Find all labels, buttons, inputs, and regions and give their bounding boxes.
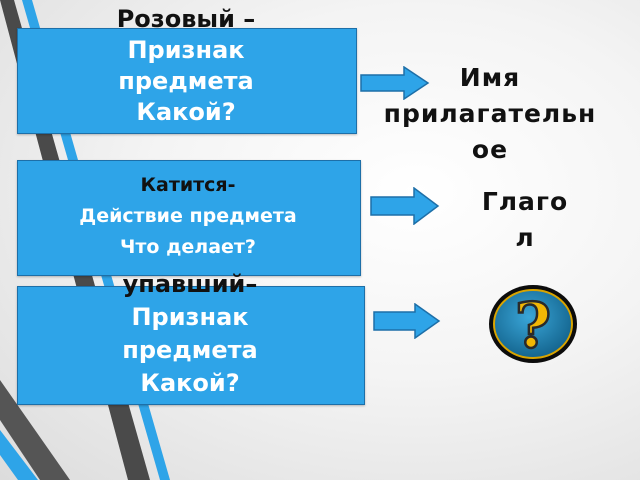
row-3-meaning-line-1: Признак <box>131 303 249 331</box>
box-row-3-text: упавший– Признак предмета Какой? <box>17 268 363 400</box>
row-1-meaning-line-1: Признак <box>127 36 245 64</box>
row-1-meaning-line-2: предмета <box>118 67 254 95</box>
svg-text:?: ? <box>515 289 551 362</box>
answer-2-line-2: л <box>515 223 535 252</box>
row-1-question: Какой? <box>136 98 236 126</box>
row-2-meaning: Действие предмета <box>79 205 297 227</box>
right-arrow-icon <box>370 187 440 225</box>
answer-1-line-3: ое <box>471 135 509 164</box>
answer-2: Глаго л <box>470 184 580 256</box>
answer-1-line-1: Имя <box>459 63 521 92</box>
row-2-question: Что делает? <box>120 236 256 258</box>
box-row-3 <box>17 286 365 405</box>
answer-2-line-1: Глаго <box>481 187 569 216</box>
box-row-1-text: Розовый – Признак предмета Какой? <box>17 4 355 128</box>
row-3-word: упавший– <box>122 270 258 298</box>
row-1-word: Розовый – <box>116 5 256 33</box>
row-2-word: Катится- <box>140 174 236 196</box>
question-mark-icon: ? <box>489 285 577 363</box>
answer-1: Имя прилагательн ое <box>370 60 610 168</box>
box-row-1 <box>17 28 357 134</box>
right-arrow-icon <box>373 303 441 339</box>
box-row-2 <box>17 160 361 276</box>
answer-1-line-2: прилагательн <box>383 99 597 128</box>
row-3-question: Какой? <box>140 369 240 397</box>
right-arrow-icon <box>360 66 430 100</box>
box-row-2-text: Катится- Действие предмета Что делает? <box>17 170 359 263</box>
row-3-meaning-line-2: предмета <box>122 336 258 364</box>
